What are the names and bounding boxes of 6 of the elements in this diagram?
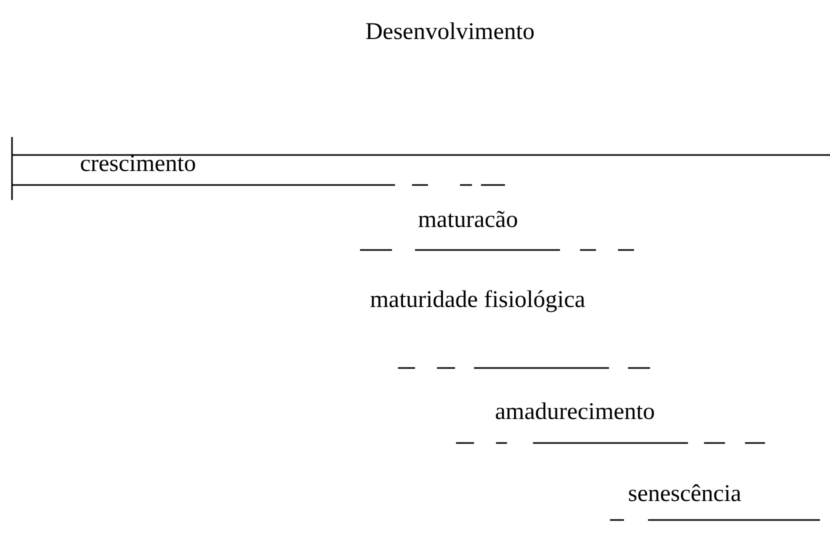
phase-label: maturacão (418, 206, 518, 234)
phase-label: amadurecimento (495, 398, 655, 426)
title: Desenvolvimento (365, 18, 535, 46)
phase-label: crescimento (80, 150, 196, 178)
phase-label: senescência (628, 480, 742, 508)
phase-label: maturidade fisiológica (370, 286, 586, 314)
